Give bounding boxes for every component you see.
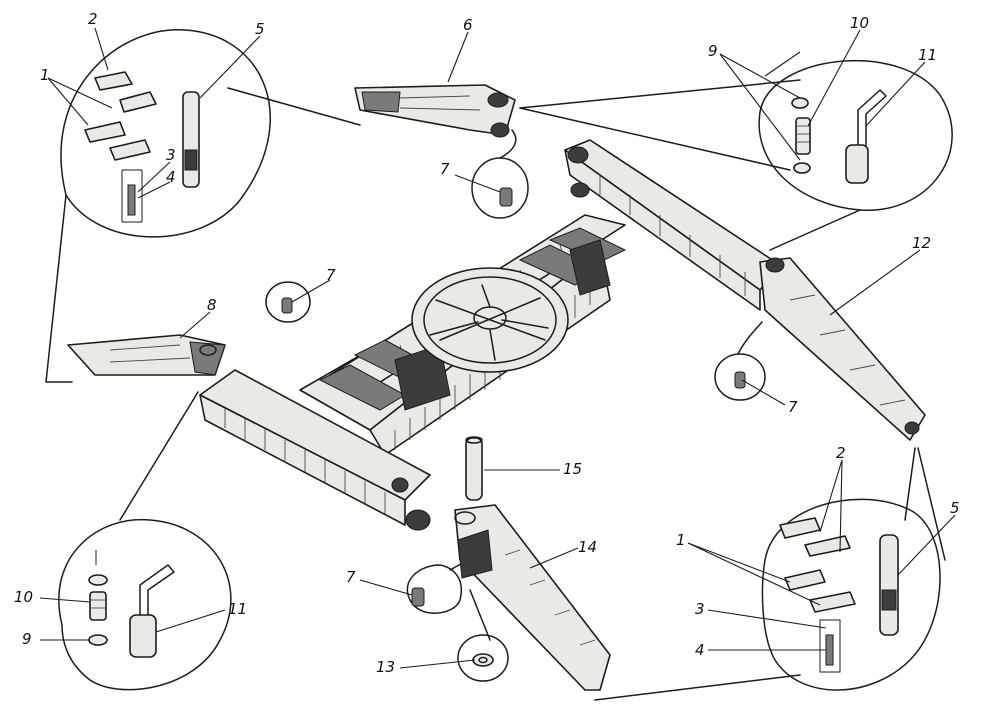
callout-5: 5 xyxy=(255,20,265,38)
bolt-7-parts xyxy=(281,187,746,607)
washer-13 xyxy=(472,653,494,667)
callout-2: 2 xyxy=(88,10,98,28)
callout-9: 9 xyxy=(708,42,718,60)
callout-numbers: 1 2 3 4 5 6 7 7 7 7 8 9 10 11 12 2 5 1 3… xyxy=(14,10,960,676)
front-outrigger-beam xyxy=(199,369,431,531)
detail-balloon-top-left xyxy=(45,29,361,383)
callout-9: 9 xyxy=(22,630,32,648)
callout-10: 10 xyxy=(14,588,33,606)
callout-1: 1 xyxy=(40,66,50,84)
outrigger-arm-8 xyxy=(67,334,226,376)
outrigger-arm-6 xyxy=(354,84,516,138)
callout-7: 7 xyxy=(326,266,336,284)
callout-6: 6 xyxy=(463,16,473,34)
callout-10: 10 xyxy=(850,14,869,32)
callout-8: 8 xyxy=(207,296,217,314)
detail-parts-bottom-left xyxy=(88,550,175,658)
callout-7: 7 xyxy=(788,398,798,416)
callout-3: 3 xyxy=(695,600,705,618)
detail-balloon-bottom-right xyxy=(594,447,946,701)
callout-11: 11 xyxy=(228,600,247,618)
callout-13: 13 xyxy=(376,658,395,676)
callout-7: 7 xyxy=(440,160,450,178)
detail-parts-top-right xyxy=(791,89,887,184)
callout-4: 4 xyxy=(166,168,176,186)
callout-14: 14 xyxy=(578,538,597,556)
callout-1: 1 xyxy=(676,531,686,549)
callout-5: 5 xyxy=(950,499,960,517)
callout-12: 12 xyxy=(912,234,931,252)
callout-3: 3 xyxy=(166,146,176,164)
leader-lines xyxy=(39,27,956,669)
callout-2: 2 xyxy=(836,444,846,462)
callout-15: 15 xyxy=(563,460,582,478)
outrigger-arm-14 xyxy=(454,504,611,691)
callout-7: 7 xyxy=(346,568,356,586)
slewing-ring xyxy=(411,267,569,373)
callout-11: 11 xyxy=(918,46,937,64)
detail-balloon-top-right xyxy=(519,59,953,251)
outrigger-arm-12 xyxy=(759,257,926,441)
pin-15 xyxy=(465,436,483,501)
detail-parts-top-left xyxy=(84,71,200,223)
detail-balloon-bottom-left xyxy=(58,391,232,691)
small-balloons xyxy=(265,129,766,682)
cross-members xyxy=(318,227,627,411)
callout-4: 4 xyxy=(695,641,705,659)
detail-parts-bottom-right xyxy=(779,517,899,673)
